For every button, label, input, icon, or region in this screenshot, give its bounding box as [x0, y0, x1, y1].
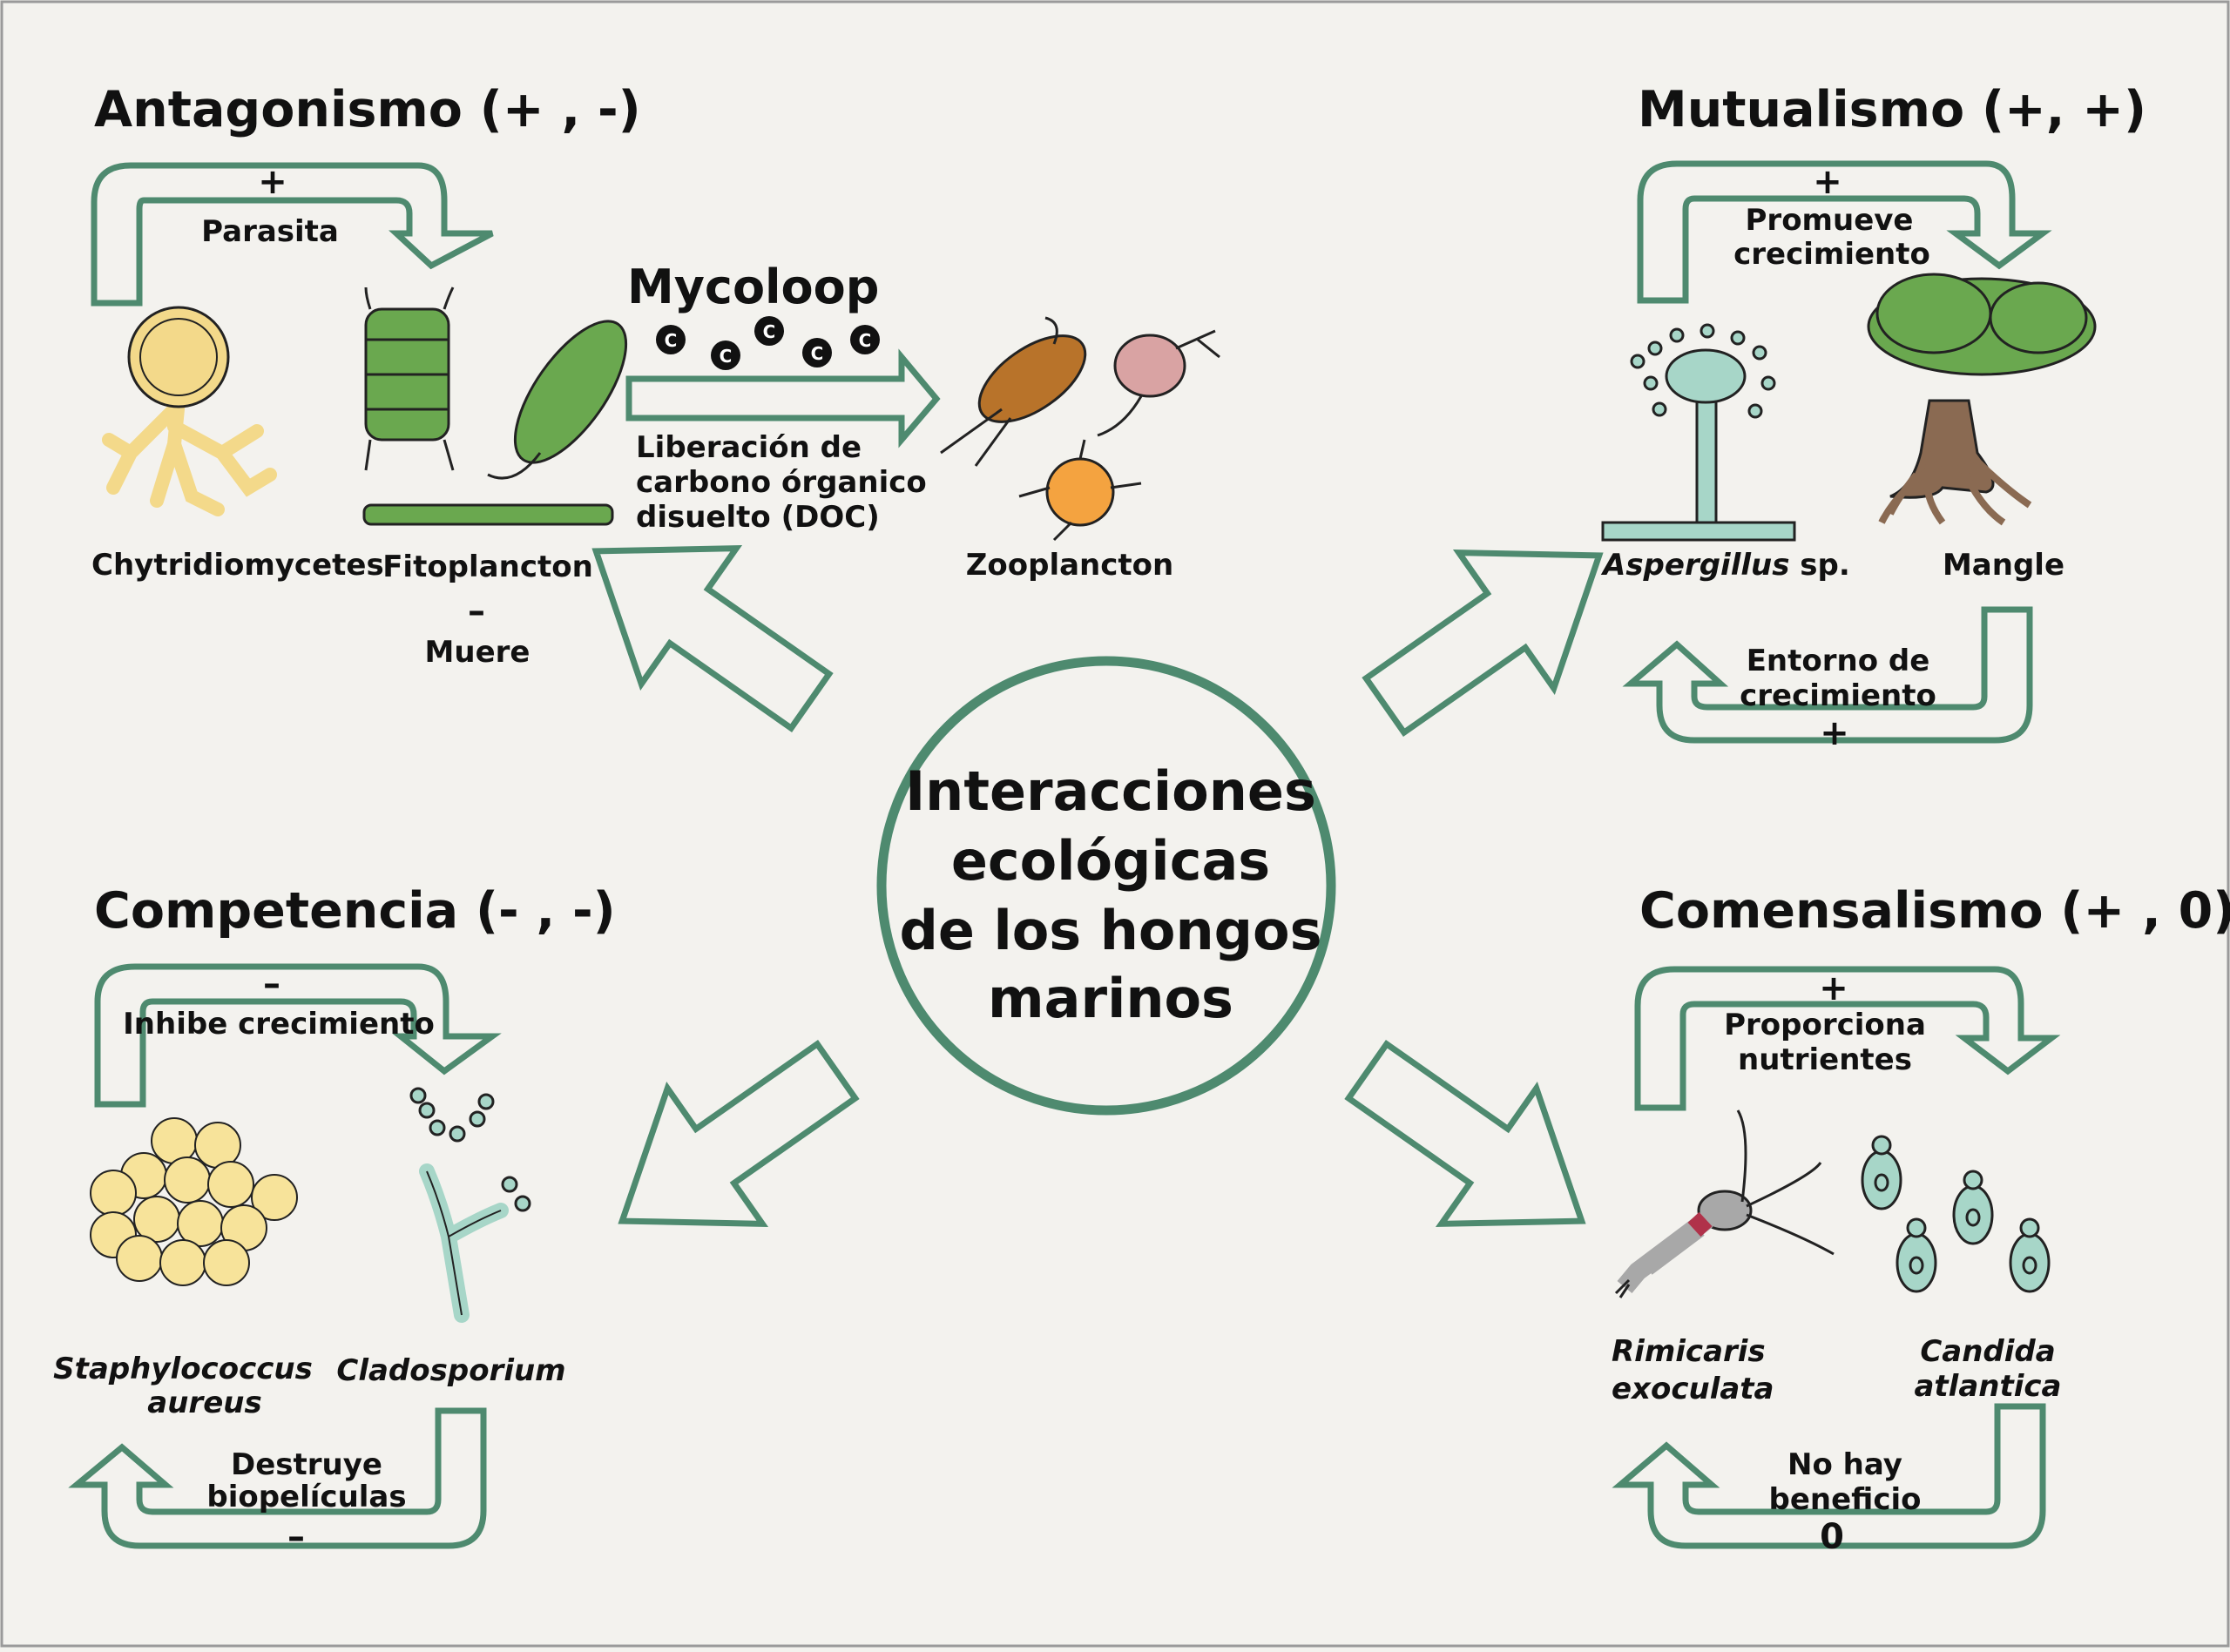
mutualism-org1-genus: Aspergillus [1600, 548, 1789, 583]
competition-bottom-sign: – [287, 1517, 305, 1557]
commensalism-top-arrow [1634, 966, 2061, 1111]
antagonism-top-arrow [91, 162, 494, 307]
mutualism-bottom-label-1: Entorno de [1747, 644, 1930, 678]
commensalism-top-sign: + [1819, 968, 1848, 1008]
antagonism-bottom-label: Muere [425, 635, 530, 670]
commensalism-bottom-label-1: No hay [1787, 1447, 1902, 1482]
mutualism-org2: Mangle [1943, 548, 2064, 583]
candida-illustration [1861, 1135, 2051, 1293]
competition-bottom-label-2: biopelículas [206, 1480, 406, 1514]
mycoloop-title: Mycoloop [627, 260, 879, 314]
mutualism-top-label-2: crecimiento [1733, 237, 1930, 272]
competition-org2: Cladosporium [336, 1353, 565, 1388]
carbon-label: C [763, 321, 776, 342]
commensalism-org2-line1: Candida [1920, 1334, 2055, 1369]
commensalism-bottom-label-2: beneficio [1768, 1482, 1921, 1517]
mutualism-org1-suffix: sp. [1789, 548, 1849, 583]
commensalism-top-label-1: Proporciona [1724, 1008, 1926, 1042]
commensalism-bottom-sign: 0 [1820, 1517, 1844, 1557]
antagonism-top-sign: + [258, 162, 287, 202]
center-line-1: Interacciones [905, 759, 1316, 823]
mycoloop-arrow [625, 348, 941, 448]
center-line-2: ecológicas [951, 829, 1270, 893]
arrow-to-antagonism [591, 545, 834, 733]
doc-line-1: Liberación de [636, 430, 862, 465]
mutualism-bottom-sign: + [1820, 713, 1849, 753]
competition-top-sign: – [263, 964, 280, 1004]
center-circle [876, 656, 1336, 1116]
carbon-molecules: C C C C C [656, 316, 880, 370]
antagonism-org3: Zooplancton [966, 548, 1173, 583]
competition-bottom-label-1: Destruye [231, 1447, 382, 1482]
mutualism-bottom-arrow [1622, 606, 2033, 744]
competition-org1-line1: Staphylococcus [53, 1352, 313, 1386]
mutualism-bottom-label-2: crecimiento [1740, 678, 1936, 713]
antagonism-org1: Chytridiomycetes [91, 548, 384, 583]
antagonism-org2: Fitoplancton [382, 550, 593, 584]
mutualism-org1: Aspergillus sp. [1600, 548, 1850, 583]
commensalism-title: Comensalismo (+ , 0) [1639, 882, 2230, 940]
carbon-label: C [665, 330, 678, 351]
mutualism-title: Mutualismo (+, +) [1638, 81, 2146, 138]
phytoplankton-illustration [362, 287, 628, 526]
carbon-label: C [859, 330, 872, 351]
competition-org1-line2: aureus [147, 1386, 261, 1420]
doc-line-2: carbono órganico [636, 465, 927, 500]
center-line-4: marinos [988, 967, 1233, 1030]
commensalism-org1-line1: Rimicaris [1612, 1334, 1766, 1369]
commensalism-bottom-arrow [1612, 1403, 2046, 1549]
mutualism-top-sign: + [1813, 162, 1842, 202]
center-line-3: de los hongos [899, 899, 1321, 962]
arrow-to-commensalism [1344, 1039, 1586, 1227]
arrow-to-mutualism [1362, 550, 1604, 738]
antagonism-title: Antagonismo (+ , -) [94, 81, 641, 138]
antagonism-bottom-sign: – [468, 591, 485, 631]
arrow-to-competition [618, 1039, 860, 1227]
shrimp-illustration [1614, 1109, 1835, 1298]
antagonism-top-label: Parasita [201, 214, 339, 249]
mutualism-top-arrow [1637, 160, 2052, 304]
staphylococcus-illustration [90, 1117, 298, 1286]
mutualism-top-label-1: Promueve [1746, 203, 1914, 238]
competition-top-arrow [94, 963, 502, 1108]
carbon-label: C [811, 343, 824, 364]
commensalism-org2-line2: atlantica [1914, 1369, 2061, 1404]
competition-top-label: Inhibe crecimiento [123, 1007, 435, 1042]
doc-line-3: disuelto (DOC) [636, 500, 880, 535]
mangrove-illustration [1867, 273, 2097, 526]
competition-title: Competencia (- , -) [94, 882, 616, 940]
cladosporium-illustration [409, 1087, 531, 1323]
competition-bottom-arrow [68, 1407, 487, 1549]
aspergillus-illustration [1601, 323, 1796, 542]
commensalism-top-label-2: nutrientes [1738, 1042, 1912, 1077]
commensalism-org1-line2: exoculata [1612, 1372, 1774, 1406]
chytrid-illustration [102, 306, 277, 516]
zooplankton-illustration [940, 316, 1220, 542]
carbon-label: C [720, 346, 733, 367]
